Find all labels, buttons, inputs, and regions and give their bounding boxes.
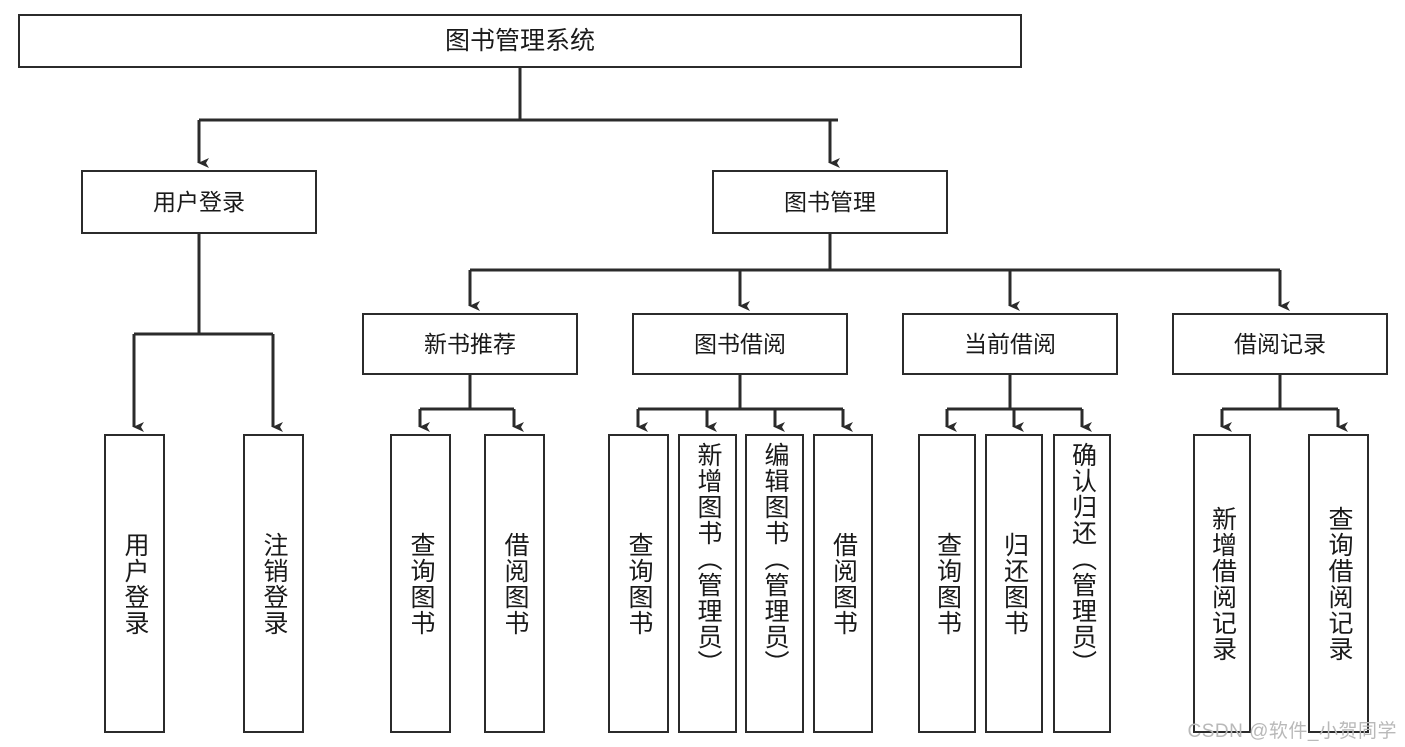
node-leaf-add-book[interactable]: 新增图书（管理员） (678, 434, 737, 733)
node-leaf-confirm-return[interactable]: 确认归还（管理员） (1053, 434, 1111, 733)
node-leaf-user-login[interactable]: 用户登录 (104, 434, 165, 733)
node-leaf-user-logout[interactable]: 注销登录 (243, 434, 304, 733)
node-leaf-confirm-return-label: 确认归还（管理员） (1068, 442, 1097, 676)
node-leaf-query-record-label: 查询借阅记录 (1325, 505, 1353, 662)
node-user-login-label: 用户登录 (153, 188, 245, 215)
node-leaf-add-book-label: 新增图书（管理员） (694, 442, 722, 676)
node-leaf-query-book-cur-label: 查询图书 (933, 531, 962, 636)
node-leaf-borrow-book[interactable]: 借阅图书 (813, 434, 873, 733)
node-leaf-query-book-rec[interactable]: 查询图书 (390, 434, 451, 733)
node-leaf-return-book[interactable]: 归还图书 (985, 434, 1043, 733)
node-leaf-user-logout-label: 注销登录 (260, 531, 288, 636)
node-leaf-add-record-label: 新增借阅记录 (1208, 505, 1237, 662)
node-book-borrow-label: 图书借阅 (694, 330, 786, 357)
node-root-label: 图书管理系统 (444, 26, 595, 55)
node-user-login[interactable]: 用户登录 (81, 170, 317, 234)
node-leaf-user-login-label: 用户登录 (121, 531, 149, 636)
node-book-manage[interactable]: 图书管理 (712, 170, 948, 234)
node-leaf-edit-book-label: 编辑图书（管理员） (761, 442, 789, 676)
node-new-book-rec[interactable]: 新书推荐 (362, 313, 578, 375)
node-borrow-record-label: 借阅记录 (1234, 330, 1326, 357)
node-leaf-query-book-label: 查询图书 (625, 531, 653, 636)
node-current-borrow-label: 当前借阅 (964, 330, 1056, 357)
node-leaf-add-record[interactable]: 新增借阅记录 (1193, 434, 1251, 733)
node-book-manage-label: 图书管理 (784, 188, 876, 215)
node-new-book-rec-label: 新书推荐 (424, 330, 516, 357)
node-leaf-query-book-rec-label: 查询图书 (407, 531, 435, 636)
node-leaf-borrow-book-label: 借阅图书 (829, 531, 858, 636)
node-borrow-record[interactable]: 借阅记录 (1172, 313, 1388, 375)
node-leaf-query-record[interactable]: 查询借阅记录 (1308, 434, 1369, 733)
node-leaf-return-book-label: 归还图书 (1000, 531, 1029, 636)
node-leaf-borrow-book-rec-label: 借阅图书 (501, 531, 529, 636)
node-leaf-query-book[interactable]: 查询图书 (608, 434, 669, 733)
node-leaf-edit-book[interactable]: 编辑图书（管理员） (745, 434, 804, 733)
node-leaf-borrow-book-rec[interactable]: 借阅图书 (484, 434, 545, 733)
node-current-borrow[interactable]: 当前借阅 (902, 313, 1118, 375)
node-root[interactable]: 图书管理系统 (18, 14, 1022, 68)
node-leaf-query-book-cur[interactable]: 查询图书 (918, 434, 976, 733)
node-book-borrow[interactable]: 图书借阅 (632, 313, 848, 375)
